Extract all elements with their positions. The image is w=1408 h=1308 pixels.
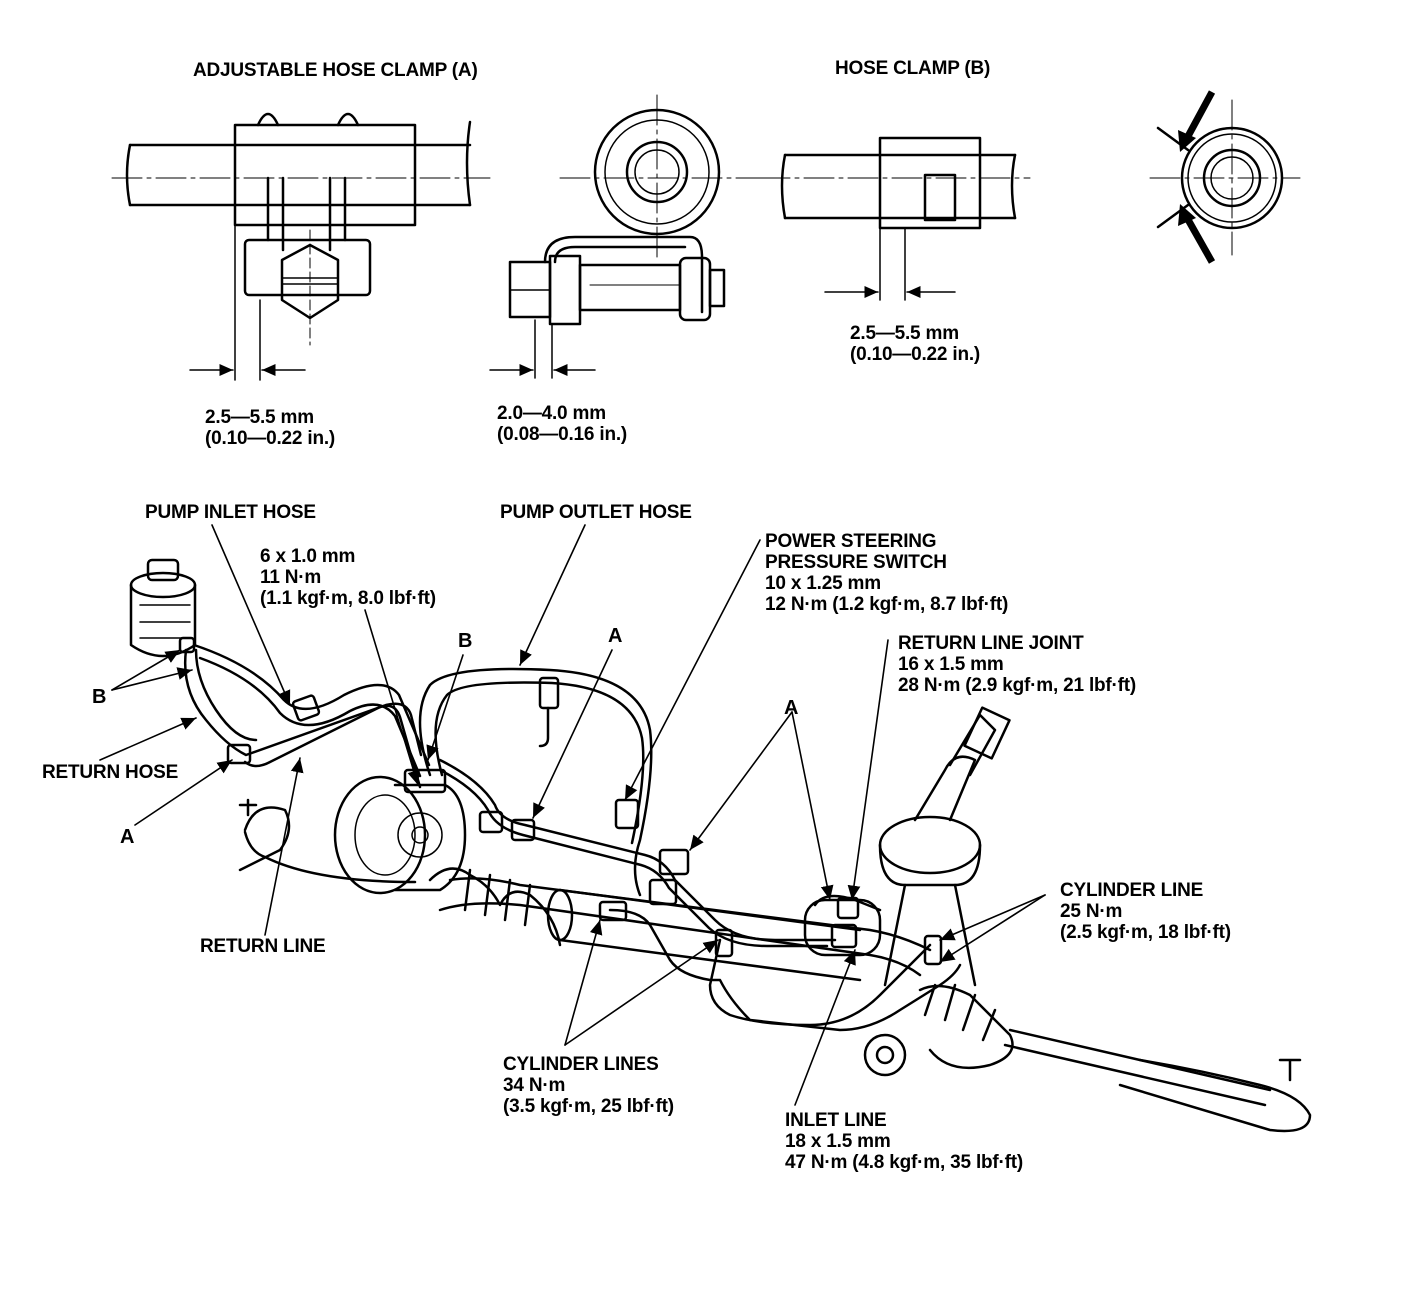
pump-bolt-torque: 11 N·m: [260, 567, 322, 588]
pump-outlet-hose-drawing: [418, 667, 653, 897]
inlet-line-title: INLET LINE: [785, 1110, 887, 1131]
clamp-b-end-view: [1149, 90, 1301, 264]
rlj-size: 16 x 1.5 mm: [898, 654, 1004, 675]
ps-switch-size: 10 x 1.25 mm: [765, 573, 881, 594]
ps-switch-line1: POWER STEERING: [765, 531, 937, 552]
cylinder-lines-torque: 34 N·m: [503, 1075, 566, 1096]
cylinder-line-title: CYLINDER LINE: [1060, 880, 1204, 901]
clamp-a-dim2: 2.0—4.0 mm (0.08—0.16 in.): [497, 403, 627, 445]
clamp-a-dim1-mm: 2.5—5.5 mm: [205, 407, 314, 428]
cylinder-line-torque-alt: (2.5 kgf·m, 18 lbf·ft): [1060, 922, 1231, 943]
clamp-a-end-view: [489, 94, 761, 379]
clamp-a-dim1-in: (0.10—0.22 in.): [205, 428, 336, 449]
callout-b-pump: B: [458, 630, 473, 652]
callout-b-reservoir: B: [92, 686, 107, 708]
callout-a-pair: A: [784, 697, 799, 719]
leader-lines: [99, 524, 1046, 1106]
label-cylinder-lines: CYLINDER LINES 34 N·m (3.5 kgf·m, 25 lbf…: [503, 1054, 674, 1117]
clamp-b-title: HOSE CLAMP (B): [835, 58, 991, 79]
clamp-a-side-view: [111, 112, 491, 381]
cylinder-lines-torque-alt: (3.5 kgf·m, 25 lbf·ft): [503, 1096, 674, 1117]
label-cylinder-line: CYLINDER LINE 25 N·m (2.5 kgf·m, 18 lbf·…: [1060, 880, 1231, 943]
clamp-b-side-view: [759, 136, 1031, 301]
steering-rack: [238, 798, 1312, 1133]
rlj-title: RETURN LINE JOINT: [898, 633, 1084, 654]
label-pump-bolt: 6 x 1.0 mm 11 N·m (1.1 kgf·m, 8.0 lbf·ft…: [260, 546, 436, 609]
clamp-a-dim1: 2.5—5.5 mm (0.10—0.22 in.): [205, 407, 335, 449]
label-return-line: RETURN LINE: [200, 936, 326, 957]
clamp-a-dim2-in: (0.08—0.16 in.): [497, 424, 628, 445]
label-return-line-joint: RETURN LINE JOINT 16 x 1.5 mm 28 N·m (2.…: [898, 633, 1136, 696]
steering-gearbox: [803, 706, 1011, 987]
ps-switch-torque: 12 N·m (1.2 kgf·m, 8.7 lbf·ft): [765, 594, 1009, 615]
steering-assembly: [129, 558, 1312, 1133]
label-pump-outlet-hose: PUMP OUTLET HOSE: [500, 502, 692, 523]
pump-bolt-torque-alt: (1.1 kgf·m, 8.0 lbf·ft): [260, 588, 436, 609]
label-ps-pressure-switch: POWER STEERING PRESSURE SWITCH 10 x 1.25…: [765, 531, 1008, 615]
clamp-a-title: ADJUSTABLE HOSE CLAMP (A): [193, 60, 478, 81]
inlet-line-size: 18 x 1.5 mm: [785, 1131, 891, 1152]
label-pump-inlet-hose: PUMP INLET HOSE: [145, 502, 316, 523]
label-inlet-line: INLET LINE 18 x 1.5 mm 47 N·m (4.8 kgf·m…: [785, 1110, 1023, 1173]
rlj-torque: 28 N·m (2.9 kgf·m, 21 lbf·ft): [898, 675, 1137, 696]
callout-a-clip: A: [608, 625, 623, 647]
power-steering-pump: [333, 768, 467, 895]
inlet-line-torque: 47 N·m (4.8 kgf·m, 35 lbf·ft): [785, 1152, 1024, 1173]
cylinder-lines-drawing: [608, 908, 962, 1032]
cylinder-line-torque: 25 N·m: [1060, 901, 1123, 922]
pump-inlet-hose-drawing: [192, 643, 431, 767]
clamp-b-dim-in: (0.10—0.22 in.): [850, 344, 981, 365]
pump-bolt-size: 6 x 1.0 mm: [260, 546, 356, 567]
callout-a-lower-left: A: [120, 826, 135, 848]
clamp-b-dim: 2.5—5.5 mm (0.10—0.22 in.): [850, 323, 980, 365]
clamp-b-dim-mm: 2.5—5.5 mm: [850, 323, 959, 344]
reservoir: [129, 558, 197, 658]
label-return-hose: RETURN HOSE: [42, 762, 179, 783]
ps-switch-line2: PRESSURE SWITCH: [765, 552, 947, 573]
cylinder-lines-title: CYLINDER LINES: [503, 1054, 659, 1075]
clamp-a-dim2-mm: 2.0—4.0 mm: [497, 403, 606, 424]
